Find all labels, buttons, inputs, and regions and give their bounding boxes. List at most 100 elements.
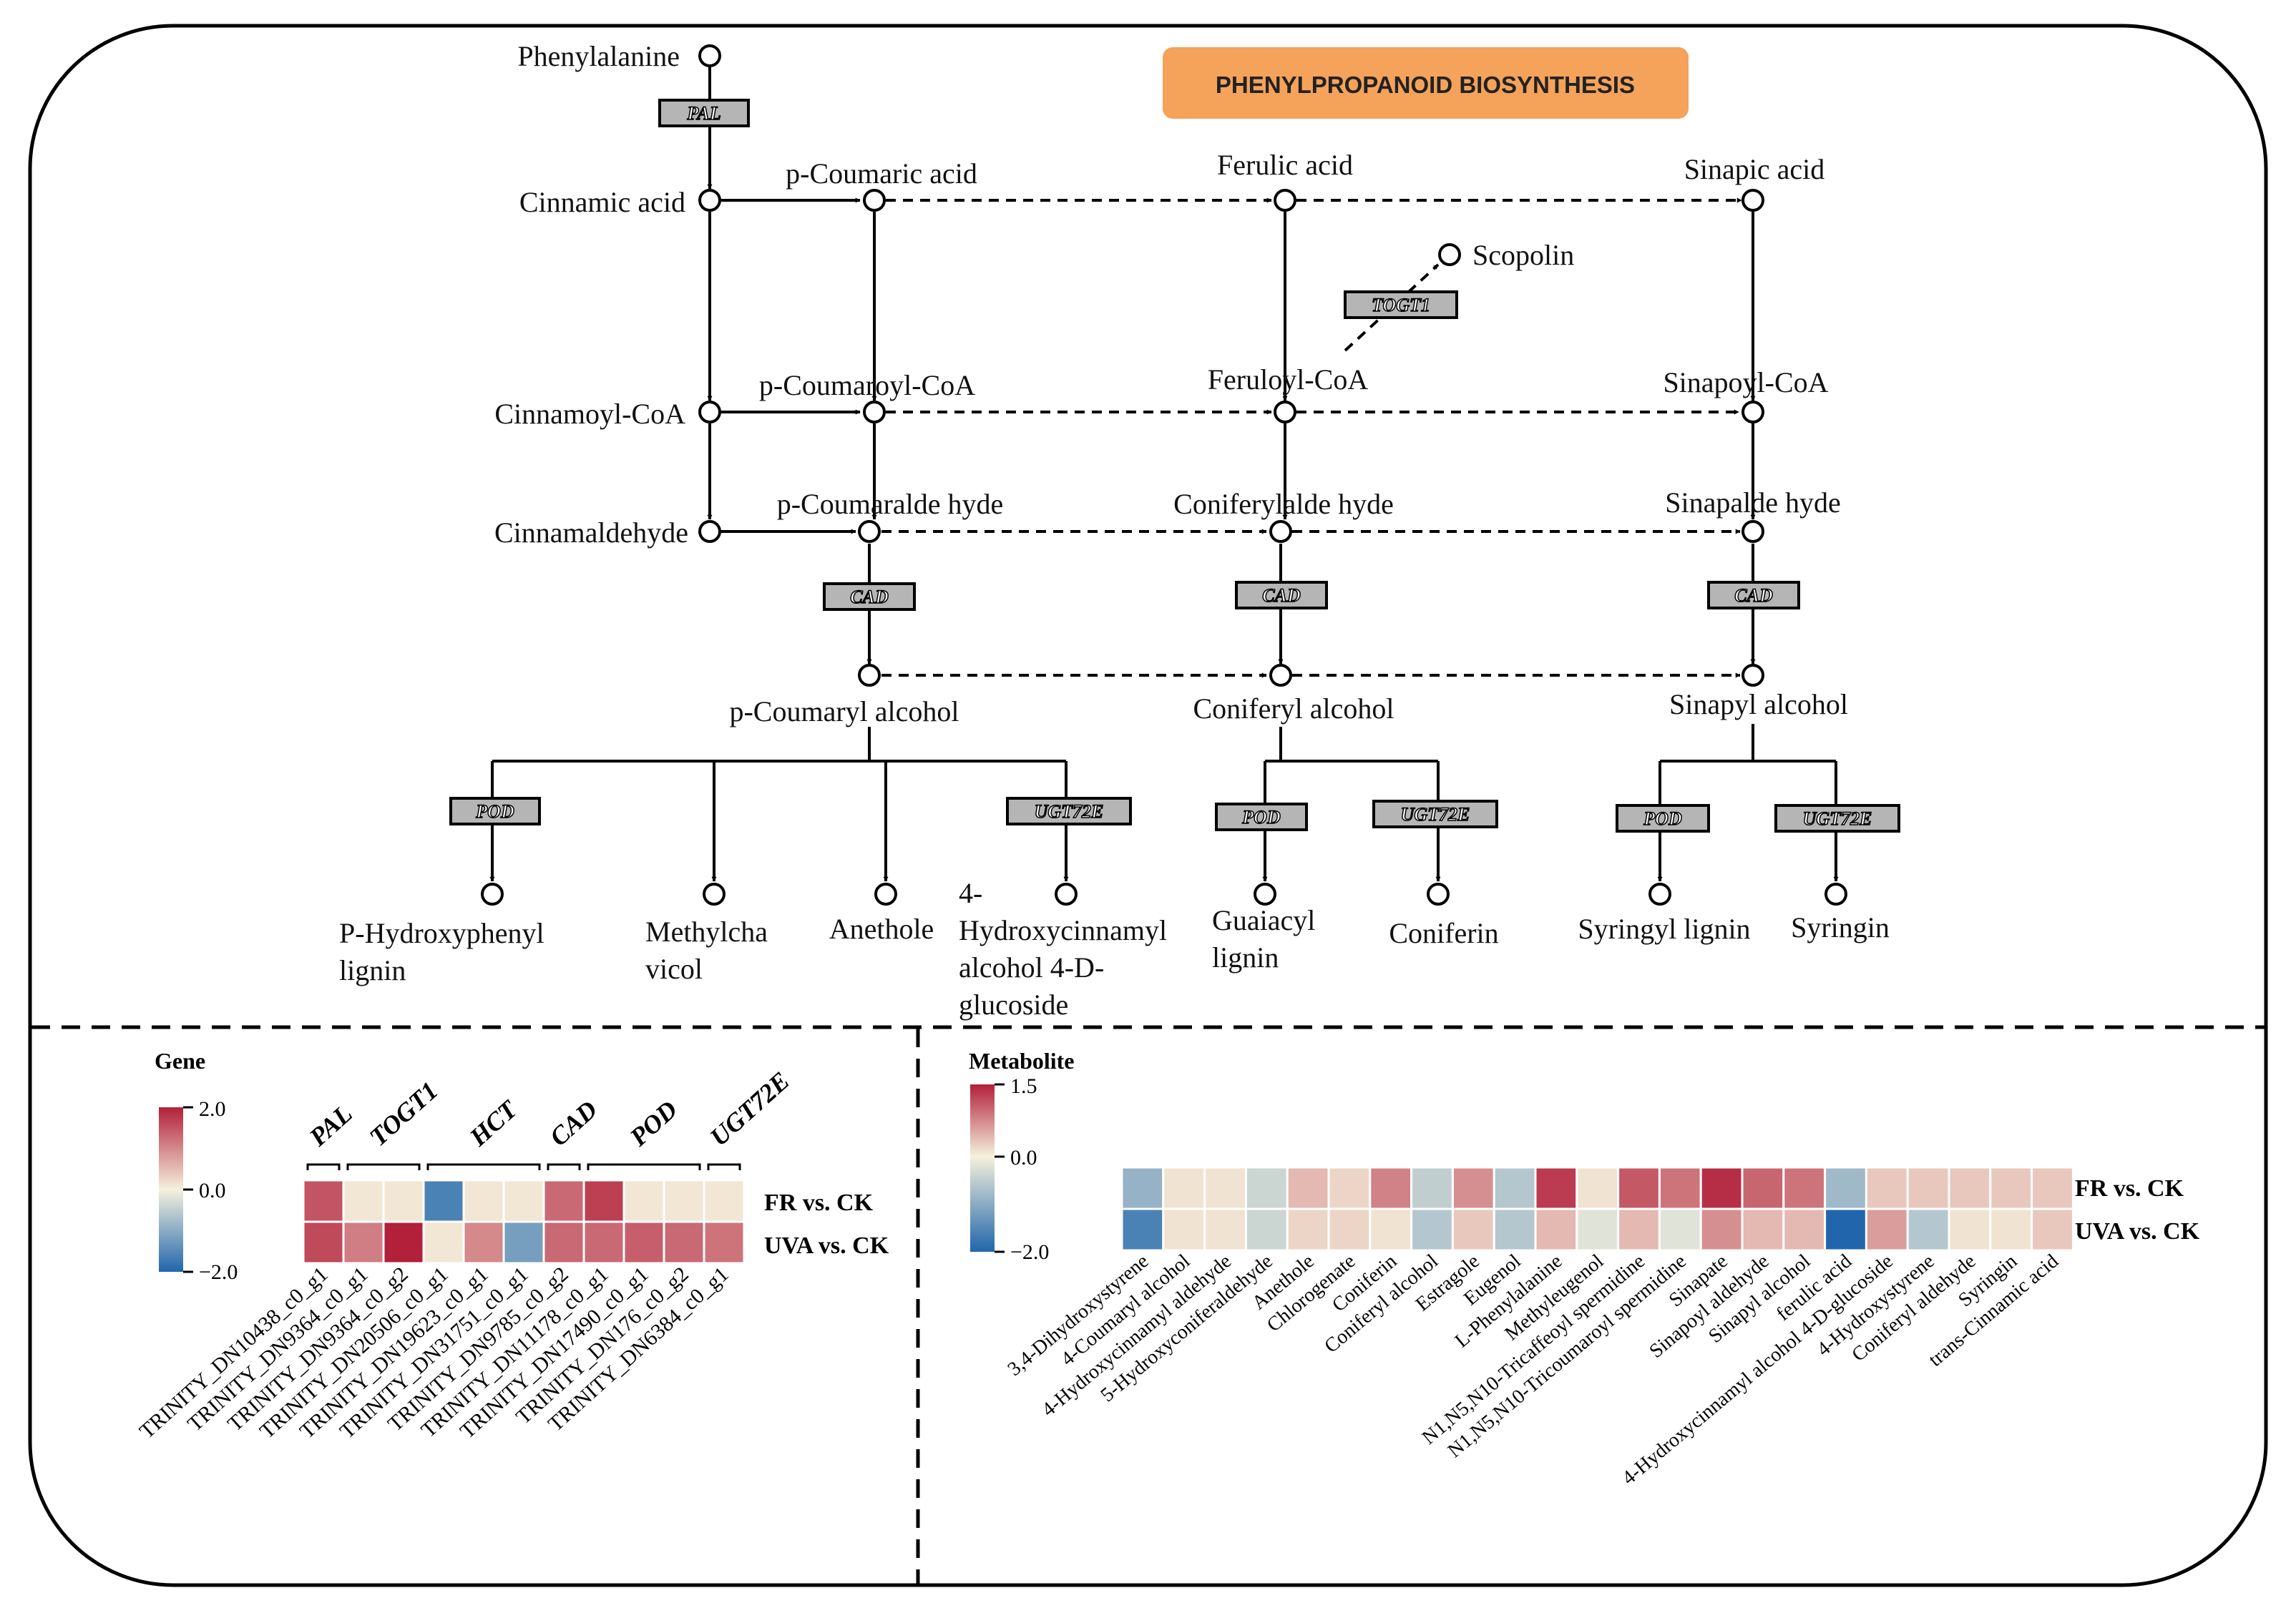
svg-text:POD: POD — [1643, 808, 1682, 829]
metabolite-colorbar — [970, 1084, 995, 1252]
gene-scale-max: 2.0 — [199, 1097, 226, 1121]
enzyme-ugt72e-2: UGT72E — [1372, 800, 1498, 828]
metabolite-row-label-uva: UVA vs. CK — [2075, 1218, 2200, 1245]
svg-text:UGT72E: UGT72E — [1803, 808, 1872, 829]
node-sinapyl-alcohol — [1741, 664, 1764, 687]
metabolite-cell — [1865, 1166, 1909, 1210]
node-scopolin — [1438, 243, 1461, 266]
label-p-coumaryl-alcohol: p-Coumaryl alcohol — [729, 695, 959, 727]
node-methylchavicol — [703, 883, 726, 906]
gene-group-label: PAL — [303, 1099, 358, 1152]
gene-group-bracket — [426, 1163, 541, 1170]
metabolite-cell — [1906, 1166, 1950, 1210]
gene-group-label: TOGT1 — [364, 1076, 444, 1152]
metabolite-scale-min: −2.0 — [1010, 1240, 1049, 1264]
metabolite-cell — [1244, 1207, 1289, 1252]
enzyme-togt1: TOGT1 — [1344, 290, 1458, 319]
gene-row-label-uva: UVA vs. CK — [764, 1232, 889, 1259]
enzyme-cad-3: CAD — [1707, 581, 1800, 609]
metabolite-cell — [1203, 1207, 1247, 1252]
metabolite-cell — [1824, 1207, 1867, 1252]
gene-cell — [663, 1220, 705, 1265]
svg-text:PAL: PAL — [686, 103, 720, 124]
metabolite-cell — [1534, 1166, 1578, 1210]
metabolite-heatmap-cells — [1120, 1166, 2074, 1252]
metabolite-cell — [1451, 1207, 1495, 1252]
label-guaiacyl-lignin: Guaiacyl lignin — [1212, 904, 1322, 974]
metabolite-cell — [1493, 1166, 1537, 1210]
gene-cell — [703, 1179, 746, 1223]
svg-text:TOGT1: TOGT1 — [1372, 295, 1430, 315]
metabolite-cell — [1534, 1207, 1578, 1252]
gene-cell — [462, 1220, 505, 1265]
node-coniferin — [1427, 883, 1450, 906]
gene-cell — [422, 1179, 465, 1223]
enzyme-pod-2: POD — [1215, 803, 1308, 831]
svg-text:CAD: CAD — [1734, 585, 1773, 606]
svg-text:POD: POD — [1241, 807, 1281, 828]
node-p-coumaric-acid — [863, 189, 886, 212]
metabolite-cell — [1906, 1207, 1950, 1252]
metabolite-cell — [1699, 1166, 1744, 1210]
node-p-coumaraldehyde — [858, 520, 881, 543]
gene-cell — [502, 1220, 545, 1265]
svg-text:UGT72E: UGT72E — [1035, 801, 1104, 822]
metabolite-cell — [1658, 1166, 1702, 1210]
label-sinapoyl-coa: Sinapoyl-CoA — [1663, 366, 1828, 398]
label-phenylalanine: Phenylalanine — [517, 40, 680, 72]
metabolite-cell — [1576, 1166, 1620, 1210]
label-syringyl-lignin: Syringyl lignin — [1578, 913, 1750, 945]
gene-cell — [542, 1179, 585, 1223]
node-phenylalanine — [698, 44, 721, 67]
label-p-hydroxyphenyl-lignin: P-Hydroxyphenyl lignin — [339, 917, 552, 986]
metabolite-cell — [1410, 1207, 1454, 1252]
svg-text:UGT72E: UGT72E — [1401, 804, 1470, 825]
gene-cell — [462, 1179, 505, 1223]
metabolite-cell — [1782, 1207, 1827, 1252]
enzyme-boxes: PAL TOGT1 CAD CAD CAD POD UGT72E POD — [449, 99, 1900, 833]
metabolite-cell — [1824, 1166, 1867, 1210]
label-coniferyl-alcohol: Coniferyl alcohol — [1193, 692, 1394, 725]
gene-cell — [542, 1220, 585, 1265]
metabolite-cell — [1865, 1207, 1909, 1252]
metabolite-cell — [1617, 1166, 1661, 1210]
node-sinapic-acid — [1741, 189, 1764, 212]
node-coniferylaldehyde — [1269, 520, 1292, 543]
gene-cell — [342, 1220, 385, 1265]
metabolite-cell — [1989, 1166, 2033, 1210]
label-p-coumaraldehyde: p-Coumaralde hyde — [777, 488, 1004, 520]
node-hydroxycinnamyl-glucoside — [1055, 883, 1078, 906]
metabolite-scale-mid: 0.0 — [1010, 1146, 1037, 1170]
gene-row-label-fr: FR vs. CK — [764, 1190, 874, 1216]
gene-column-labels: TRINITY_DN10438_c0_g1TRINITY_DN9364_c0_g… — [135, 1263, 733, 1443]
node-p-coumaroyl-coa — [863, 401, 886, 423]
metabolite-cell — [1782, 1166, 1827, 1210]
enzyme-ugt72e-3: UGT72E — [1774, 804, 1900, 833]
metabolite-cell — [1658, 1207, 1702, 1252]
metabolite-cell — [1699, 1207, 1744, 1252]
node-syringyl-lignin — [1648, 883, 1671, 906]
enzyme-pod-3: POD — [1616, 804, 1710, 833]
label-coniferin: Coniferin — [1389, 917, 1498, 949]
node-syringin — [1824, 883, 1847, 906]
gene-cell — [622, 1179, 665, 1223]
gene-group-bracket — [346, 1163, 421, 1170]
metabolite-cell — [1327, 1166, 1372, 1210]
enzyme-cad-2: CAD — [1235, 581, 1328, 609]
node-sinapaldehyde — [1741, 520, 1764, 543]
metabolite-cell — [1617, 1207, 1661, 1252]
label-p-coumaroyl-coa: p-Coumaroyl-CoA — [759, 369, 975, 401]
label-cinnamoyl-coa: Cinnamoyl-CoA — [494, 398, 685, 430]
compound-labels: Phenylalanine Cinnamic acid p-Coumaric a… — [339, 40, 1890, 1021]
label-scopolin: Scopolin — [1472, 239, 1574, 271]
metabolite-cell — [1369, 1166, 1413, 1210]
metabolite-cell — [1120, 1207, 1165, 1252]
gene-group-bracket — [587, 1163, 701, 1170]
gene-cell — [382, 1179, 425, 1223]
node-anethole — [874, 883, 897, 906]
pathway-nodes — [481, 44, 1847, 906]
metabolite-cell — [1576, 1207, 1620, 1252]
gene-colorbar — [159, 1107, 183, 1272]
